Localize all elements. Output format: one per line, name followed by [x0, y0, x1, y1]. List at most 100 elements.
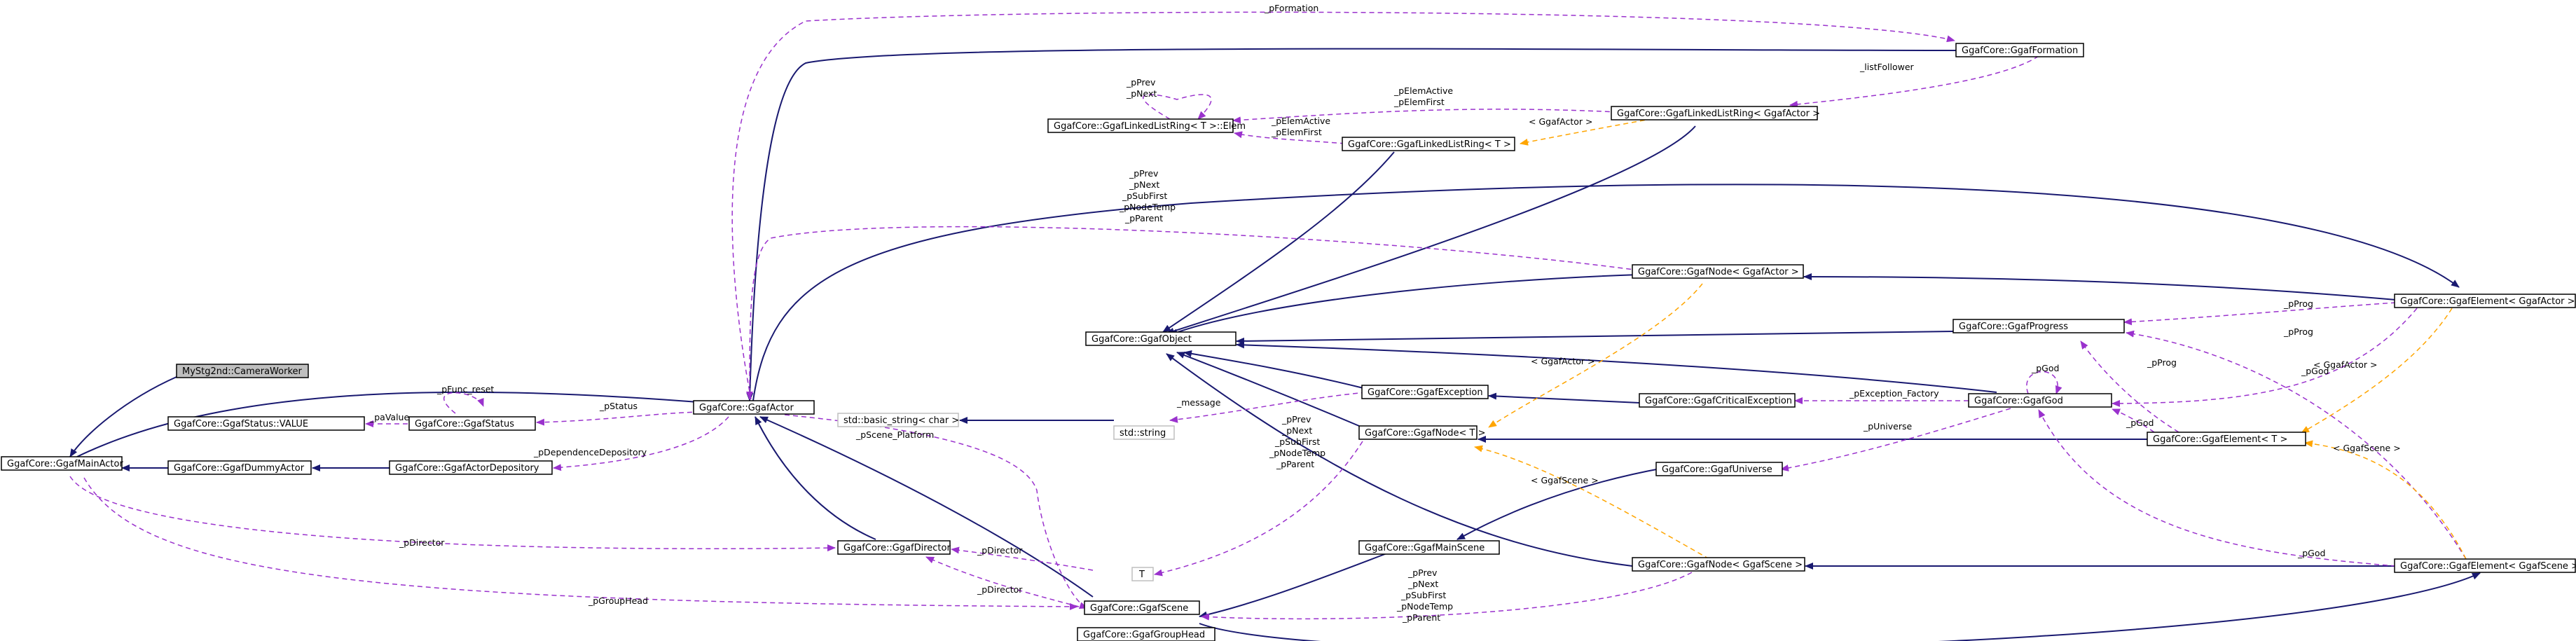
edge-nodescene-to-object — [1166, 353, 1633, 567]
label-pfunc-reset: _pFunc_reset — [436, 384, 494, 394]
edge-criticalexception-to-exception — [1488, 392, 1640, 404]
edge-universe-to-mainscene — [1456, 467, 1665, 540]
label-pprog-actor: _pProg — [2283, 298, 2313, 309]
label-node-scene-2: _pNext — [1407, 579, 1438, 589]
label-node-actor-2: _pNext — [1129, 179, 1159, 190]
svg-text:GgafCore::GgafFormation: GgafCore::GgafFormation — [1962, 46, 2078, 56]
label-elem-self-2: _pNext — [1126, 88, 1157, 99]
edge-tpl-ring-actor: < GgafActor > — [1520, 113, 1679, 146]
edge-tpl-elem-actor: < GgafActor > — [2301, 308, 2453, 434]
edge-pdirector-scene: _pDirector _pDirector — [925, 545, 1094, 607]
label-node-scene-4: _pNodeTemp — [1396, 601, 1453, 612]
node-object[interactable]: GgafCore::GgafObject — [1085, 331, 1237, 346]
edge-grouphead-to-actor — [759, 416, 1094, 598]
svg-text:GgafCore::GgafGod: GgafCore::GgafGod — [1974, 396, 2063, 406]
label-pdirector-actor: _pDirector — [399, 537, 445, 548]
edge-pprog-scene: _pProg — [2126, 326, 2467, 560]
label-node-actor-4: _pNodeTemp — [1119, 202, 1176, 212]
edge-pprog-actor: _pProg — [2123, 298, 2397, 326]
svg-text:GgafCore::GgafActorDepository: GgafCore::GgafActorDepository — [395, 463, 539, 474]
svg-text:GgafCore::GgafMainActor: GgafCore::GgafMainActor — [7, 459, 123, 469]
node-linked-ring-t[interactable]: GgafCore::GgafLinkedListRing< T > — [1342, 137, 1515, 151]
label-listfollower: _listFollower — [1859, 62, 1915, 72]
node-progress[interactable]: GgafCore::GgafProgress — [1952, 319, 2125, 333]
label-node-t-5: _pParent — [1276, 459, 1314, 469]
node-scene[interactable]: GgafCore::GgafScene — [1084, 600, 1200, 615]
node-formation[interactable]: GgafCore::GgafFormation — [1955, 43, 2084, 57]
edge-god-self: _pGod — [2026, 363, 2062, 394]
node-group-head[interactable]: GgafCore::GgafGroupHead — [1077, 627, 1215, 641]
node-status-value[interactable]: GgafCore::GgafStatus::VALUE — [167, 416, 365, 431]
edge-cameraworker-to-mainactor — [69, 376, 177, 457]
node-element-scene[interactable]: GgafCore::GgafElement< GgafScene > — [2394, 558, 2576, 573]
label-pprog-scene: _pProg — [2283, 326, 2313, 337]
label-node-scene-3: _pSubFirst — [1400, 590, 1446, 600]
label-node-actor-5: _pParent — [1124, 213, 1163, 223]
edge-scene-to-elementscene — [1199, 572, 2481, 641]
label-pavalue: _paValue — [369, 412, 409, 422]
node-node-scene[interactable]: GgafCore::GgafNode< GgafScene > — [1632, 557, 1805, 572]
node-element-actor[interactable]: GgafCore::GgafElement< GgafActor > — [2394, 294, 2576, 308]
edge-node-scene-links: _pPrev _pNext _pSubFirst _pNodeTemp _pPa… — [1201, 567, 1693, 623]
edge-nodeactor-to-object — [1169, 274, 1640, 336]
edge-node-actor-links: _pPrev _pNext _pSubFirst _pNodeTemp _pPa… — [746, 168, 1640, 400]
node-god[interactable]: GgafCore::GgafGod — [1968, 393, 2112, 408]
svg-text:GgafCore::GgafDummyActor: GgafCore::GgafDummyActor — [174, 463, 305, 474]
svg-text:GgafCore::GgafElement< GgafAct: GgafCore::GgafElement< GgafActor > — [2400, 296, 2575, 307]
node-critical-exception[interactable]: GgafCore::GgafCriticalException — [1639, 393, 1796, 408]
node-linked-ring-elem[interactable]: GgafCore::GgafLinkedListRing< T >::Elem — [1047, 118, 1246, 133]
edge-pgod-actor: _pGod — [2112, 308, 2418, 407]
edge-pdirector-actor: _pDirector — [69, 476, 836, 552]
edge-status-self: _pFunc_reset — [436, 384, 494, 414]
label-puniverse: _pUniverse — [1863, 421, 1912, 432]
svg-text:GgafCore::GgafObject: GgafCore::GgafObject — [1091, 334, 1192, 345]
edge-pdependencedepository: _pDependenceDepository — [533, 416, 729, 471]
svg-text:GgafCore::GgafNode< GgafScene: GgafCore::GgafNode< GgafScene > — [1638, 560, 1803, 570]
edge-mainactor-to-actor — [76, 391, 733, 457]
label-tpl-ggafactor-ring: < GgafActor > — [1529, 116, 1592, 127]
edge-pgrouphead: _pGroupHead — [83, 477, 1078, 610]
edge-pavalue: _paValue — [365, 412, 409, 427]
label-node-t-2: _pNext — [1281, 425, 1312, 436]
node-linked-ring-actor[interactable]: GgafCore::GgafLinkedListRing< GgafActor … — [1611, 106, 1820, 120]
edge-node-t-links: _pPrev _pNext _pSubFirst _pNodeTemp _pPa… — [1154, 414, 1363, 577]
node-node-t[interactable]: GgafCore::GgafNode< T > — [1358, 425, 1486, 440]
node-main-actor[interactable]: GgafCore::GgafMainActor — [1, 456, 123, 471]
node-main-scene[interactable]: GgafCore::GgafMainScene — [1358, 540, 1500, 555]
edge-pgod-scene: _pGod — [2038, 409, 2397, 567]
label-pprog-god: _pProg — [2147, 357, 2177, 368]
edge-linkedring-actor-to-object — [1166, 125, 1696, 335]
svg-text:GgafCore::GgafException: GgafCore::GgafException — [1368, 387, 1483, 398]
svg-text:GgafCore::GgafScene: GgafCore::GgafScene — [1090, 603, 1188, 614]
node-director[interactable]: GgafCore::GgafDirector — [837, 540, 951, 555]
node-template-t[interactable]: T — [1131, 567, 1154, 581]
svg-text:GgafCore::GgafElement< T >: GgafCore::GgafElement< T > — [2153, 434, 2287, 445]
svg-text:GgafCore::GgafDirector: GgafCore::GgafDirector — [843, 543, 951, 553]
edge-mainscene-to-scene — [1199, 550, 1395, 619]
svg-text:GgafCore::GgafStatus: GgafCore::GgafStatus — [415, 419, 514, 429]
node-camera-worker[interactable]: MyStg2nd::CameraWorker — [176, 364, 309, 378]
node-universe[interactable]: GgafCore::GgafUniverse — [1655, 462, 1783, 476]
node-exception[interactable]: GgafCore::GgafException — [1361, 385, 1489, 399]
node-std-string[interactable]: std::string — [1113, 425, 1175, 440]
edge-pformation: _pFormation — [731, 3, 1955, 400]
node-actor[interactable]: GgafCore::GgafActor — [693, 400, 815, 415]
svg-text:GgafCore::GgafMainScene: GgafCore::GgafMainScene — [1365, 543, 1485, 553]
node-node-actor[interactable]: GgafCore::GgafNode< GgafActor > — [1632, 264, 1804, 279]
edge-progress-to-object — [1236, 331, 1954, 345]
node-actor-depository[interactable]: GgafCore::GgafActorDepository — [389, 460, 553, 475]
node-status[interactable]: GgafCore::GgafStatus — [408, 416, 536, 431]
label-pscene-platform: _pScene_Platform — [855, 429, 934, 440]
node-basic-string[interactable]: std::basic_string< char > — [837, 413, 959, 427]
svg-text:T: T — [1138, 570, 1145, 580]
edge-elementactor-to-nodeactor — [1803, 273, 2397, 301]
node-dummy-actor[interactable]: GgafCore::GgafDummyActor — [167, 460, 312, 475]
label-elem-self-1: _pPrev — [1126, 77, 1156, 88]
svg-text:MyStg2nd::CameraWorker: MyStg2nd::CameraWorker — [182, 366, 303, 377]
node-element-t[interactable]: GgafCore::GgafElement< T > — [2147, 432, 2306, 446]
label-message: _message — [1176, 397, 1221, 408]
edge-god-to-object — [1236, 341, 1997, 393]
svg-text:GgafCore::GgafElement< GgafSce: GgafCore::GgafElement< GgafScene > — [2400, 561, 2576, 572]
label-pexception-factory: _pException_Factory — [1849, 388, 1939, 399]
